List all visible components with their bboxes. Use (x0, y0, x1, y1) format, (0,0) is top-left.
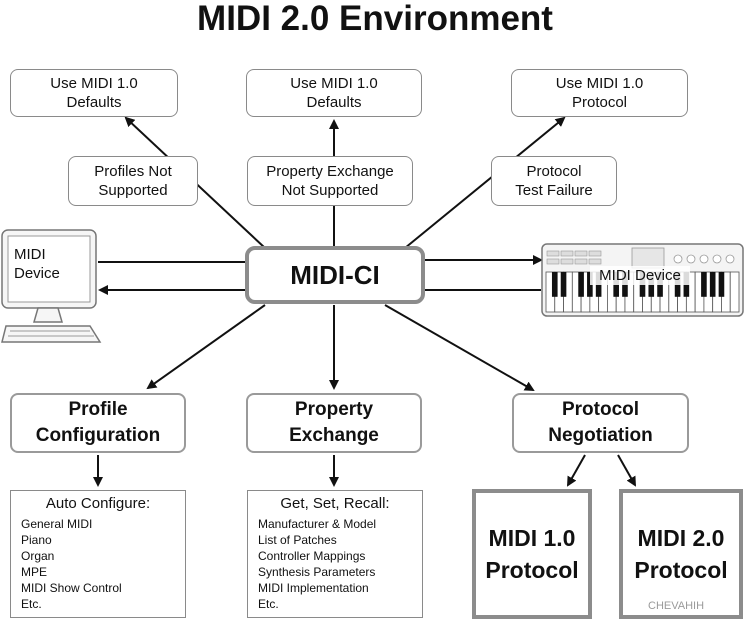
list-item: Manufacturer & Model (258, 517, 377, 531)
list-item: Piano (21, 533, 52, 547)
list-item: MIDI Implementation (258, 581, 369, 595)
list-item: MIDI Show Control (21, 581, 122, 595)
midi-2-protocol-box: MIDI 2.0 Protocol (619, 489, 743, 619)
black-key (701, 272, 707, 297)
midi-1-protocol-box: MIDI 1.0 Protocol (472, 489, 592, 619)
protocol-negotiation-box: Protocol Negotiation (512, 393, 689, 453)
use-midi1-protocol-box: Use MIDI 1.0 Protocol (511, 69, 688, 117)
profiles-not-supported-box: Profiles Not Supported (68, 156, 198, 206)
watermark-text: CHEVAHIH (648, 600, 705, 612)
label-line-2: Device (14, 265, 60, 282)
box-line-1: Use MIDI 1.0 (555, 75, 644, 92)
arrow-to-negotiation (384, 304, 535, 391)
box-line-2: Configuration (35, 425, 161, 446)
box-line-1: Property (294, 399, 374, 420)
arrow-to-protocol-top (404, 116, 566, 249)
list-item: Organ (21, 549, 55, 563)
box-line-2: Defaults (66, 94, 122, 111)
list-item: Controller Mappings (258, 549, 366, 563)
box-line-1: Protocol (526, 163, 582, 180)
property-exchange-not-supported-box: Property Exchange Not Supported (247, 156, 413, 206)
black-key (718, 272, 725, 297)
page-title: MIDI 2.0 Environment (197, 0, 553, 38)
left-device-label: MIDI Device (14, 245, 84, 283)
black-key (560, 272, 567, 297)
box-line-2: Defaults (306, 94, 362, 111)
use-midi1-defaults-left-box: Use MIDI 1.0 Defaults (10, 69, 178, 117)
list-heading: Get, Set, Recall: (280, 495, 390, 512)
black-key (551, 272, 558, 297)
box-line-1: Property Exchange (266, 163, 394, 180)
box-line-2: Not Supported (281, 182, 379, 199)
box-line-1: Use MIDI 1.0 (290, 75, 378, 92)
box-line-2: Test Failure (515, 182, 593, 199)
arrow-to-midi1 (567, 454, 586, 487)
midi-ci-label: MIDI-CI (290, 259, 380, 290)
list-item: Etc. (258, 597, 279, 611)
list-item: List of Patches (258, 533, 337, 547)
box-line-2: Exchange (289, 425, 379, 446)
computer-icon (1, 229, 102, 343)
list-item: MPE (21, 565, 48, 579)
box-line-1: MIDI 1.0 (488, 525, 576, 551)
arrow-to-midi2 (617, 454, 636, 487)
list-item: Synthesis Parameters (258, 565, 376, 579)
box-line-2: Negotiation (548, 425, 653, 446)
box-line-2: Protocol (634, 557, 728, 583)
black-key (578, 272, 584, 297)
black-key (709, 272, 716, 297)
property-exchange-box: Property Exchange (246, 393, 422, 453)
list-item: Etc. (21, 597, 42, 611)
black-key (587, 272, 593, 297)
protocol-test-failure-box: Protocol Test Failure (491, 156, 617, 206)
midi-ci-box: MIDI-CI (245, 246, 425, 304)
auto-configure-list: Auto Configure: General MIDI Piano Organ… (10, 490, 186, 618)
box-line-2: Protocol (485, 557, 579, 583)
box-line-1: Profiles Not (94, 163, 172, 180)
box-line-1: Profile (68, 399, 128, 420)
list-item: General MIDI (21, 517, 93, 531)
box-line-2: Protocol (571, 94, 628, 111)
profile-configuration-box: Profile Configuration (10, 393, 186, 453)
get-set-recall-list: Get, Set, Recall: Manufacturer & Model L… (247, 490, 423, 618)
box-line-2: Supported (98, 182, 168, 199)
white-key (729, 271, 740, 313)
box-line-1: MIDI 2.0 (637, 525, 725, 551)
box-line-1: Protocol (561, 399, 640, 420)
use-midi1-defaults-center-box: Use MIDI 1.0 Defaults (246, 69, 422, 117)
right-device-label: MIDI Device (590, 266, 690, 285)
arrow-to-profile (146, 304, 266, 390)
box-line-1: Use MIDI 1.0 (50, 75, 138, 92)
list-heading: Auto Configure: (45, 495, 151, 512)
label-line-1: MIDI (14, 246, 46, 263)
